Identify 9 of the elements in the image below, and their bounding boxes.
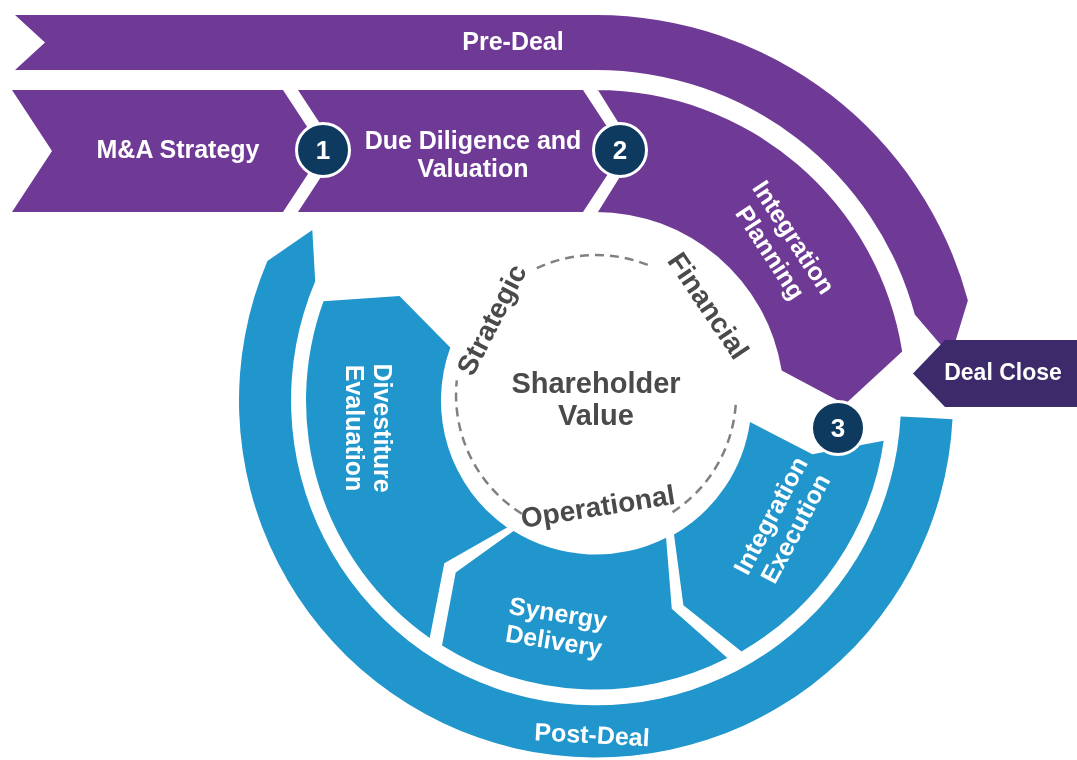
stage-label: M&A Strategy <box>95 136 261 164</box>
stage-label: Synergy Delivery <box>502 590 611 664</box>
value-label: Operational <box>518 479 678 535</box>
stage-label: Divestiture Evaluation <box>340 362 396 495</box>
stage-label: Deal Close <box>943 360 1063 386</box>
callout-number: 3 <box>810 400 866 456</box>
stage-label: Post-Deal <box>532 716 652 754</box>
stage-label: Pre-Deal <box>461 28 565 56</box>
stage-label: Due Diligence and Valuation <box>363 126 583 182</box>
